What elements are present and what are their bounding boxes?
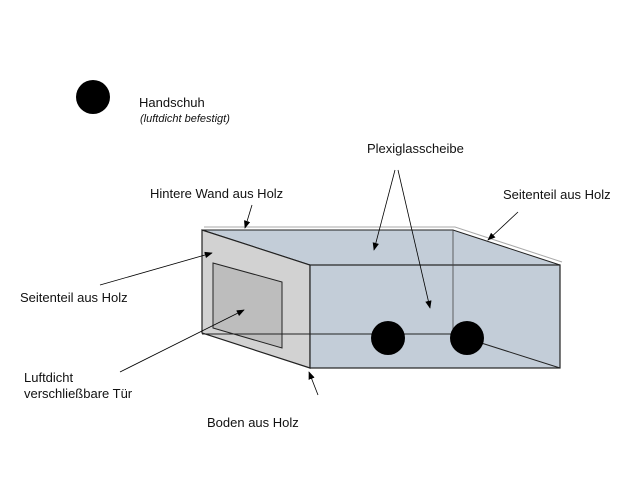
label-door-line1: Luftdicht <box>24 370 74 385</box>
arrow-side-left <box>99 251 213 286</box>
glove-legend-icon <box>76 80 110 114</box>
label-door-line2: verschließbare Tür <box>24 386 133 401</box>
label-side-left: Seitenteil aus Holz <box>20 290 128 305</box>
glove-legend-subtitle: (luftdicht befestigt) <box>140 113 230 125</box>
arrow-plexiglas-top <box>372 169 396 251</box>
glove-port-right <box>450 321 484 355</box>
front-glass-panel <box>309 264 561 369</box>
arrow-plexiglas-front <box>397 169 432 309</box>
arrow-door <box>119 309 245 373</box>
glove-legend-title: Handschuh <box>139 95 205 110</box>
arrow-back-wall <box>244 204 253 229</box>
arrow-floor <box>308 371 319 396</box>
label-side-right: Seitenteil aus Holz <box>503 187 611 202</box>
label-back-wall: Hintere Wand aus Holz <box>150 186 284 201</box>
label-plexiglas: Plexiglasscheibe <box>367 141 464 156</box>
label-floor: Boden aus Holz <box>207 415 299 430</box>
door <box>212 262 283 349</box>
glove-port-left <box>371 321 405 355</box>
arrow-side-right <box>487 211 519 241</box>
